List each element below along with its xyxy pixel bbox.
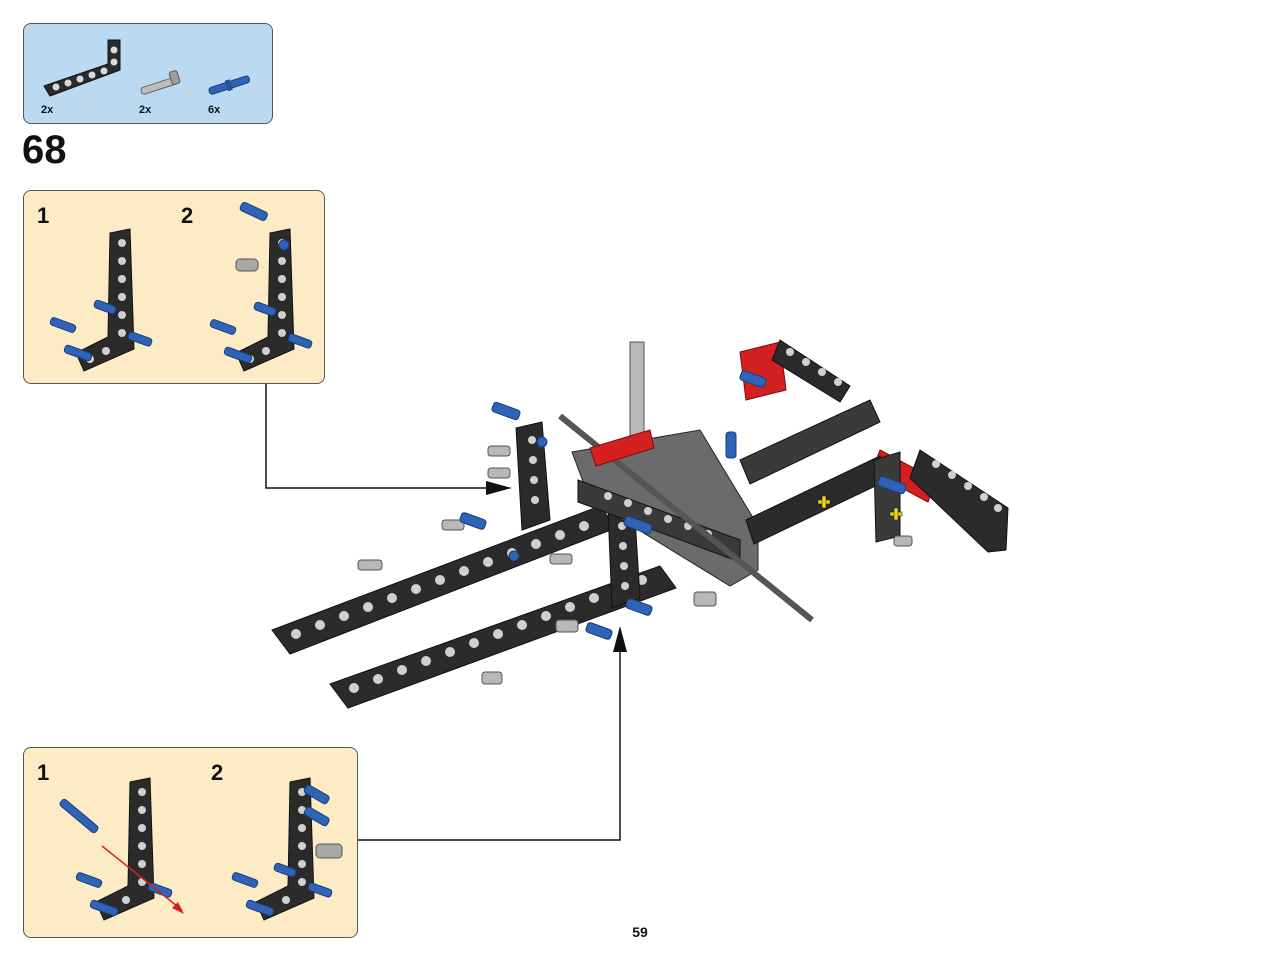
main-assembly-model — [271, 339, 1009, 709]
part-quantity-1: 2x — [41, 104, 54, 116]
part-quantity-3: 6x — [208, 104, 221, 116]
sub-step-1-model — [59, 777, 184, 921]
step-number: 68 — [22, 128, 67, 172]
axle-pin-icon — [140, 70, 181, 95]
sub-step-2-model — [231, 777, 343, 921]
blue-pin-icon — [208, 75, 251, 95]
part-quantity-2: 2x — [139, 104, 152, 116]
sub-step-1: 1 — [37, 203, 50, 228]
sub-step-2-model — [209, 201, 313, 372]
sub-step-2: 2 — [181, 203, 194, 228]
sub-step-1: 1 — [37, 760, 50, 785]
parts-list-box: 2x 2x 6x — [23, 23, 273, 124]
sub-step-2: 2 — [211, 760, 224, 785]
sub-assembly-top: 1 2 — [23, 190, 325, 384]
l-beam-icon — [43, 39, 121, 97]
sub-step-1-model — [49, 228, 153, 372]
page-number: 59 — [632, 924, 648, 940]
sub-assembly-bottom: 1 2 — [23, 747, 358, 938]
